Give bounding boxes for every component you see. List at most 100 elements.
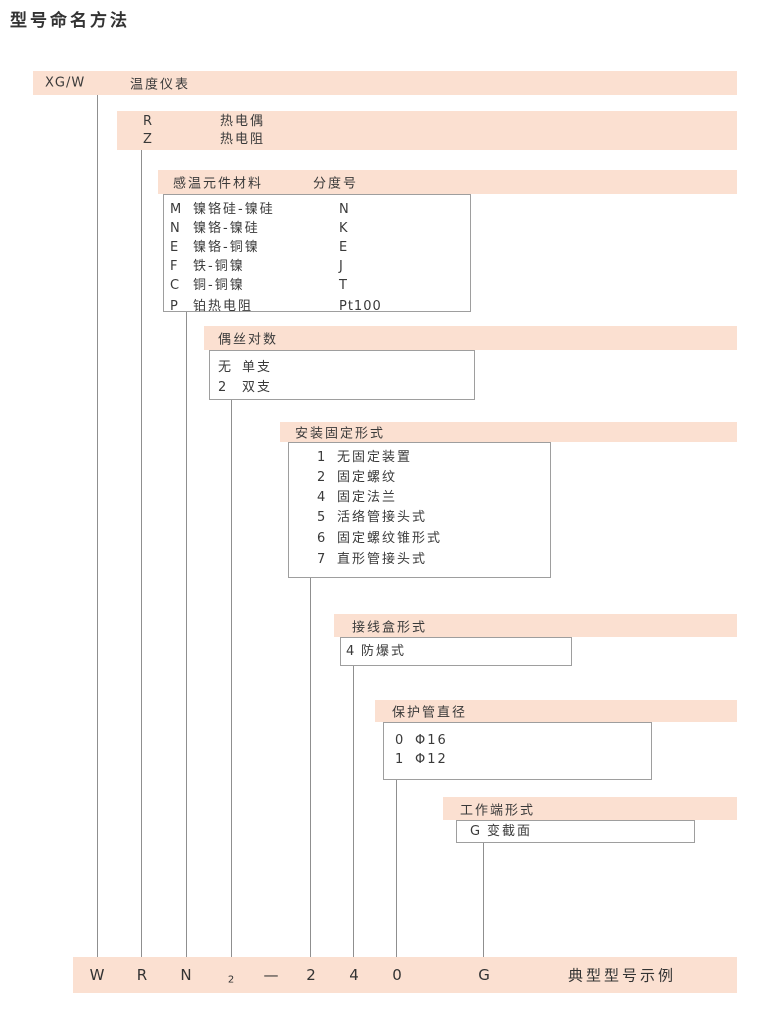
working-end-list: G 变截面 <box>456 820 695 843</box>
material-row: C 铜-铜镍 T <box>164 276 470 296</box>
section-header-element-material: 感温元件材料 分度号 <box>158 170 737 194</box>
section-title: 偶丝对数 <box>218 332 279 348</box>
row-label: 铂热电阻 <box>193 299 254 314</box>
material-row: F 铁-铜镍 J <box>164 257 470 276</box>
example-caption: 典型型号示例 <box>568 966 677 985</box>
row-key: P <box>170 299 179 314</box>
type-row-thermocouple: R 热电偶 <box>117 113 737 131</box>
row-key: 1 <box>317 450 327 465</box>
row-key: 2 <box>218 380 228 395</box>
row-grade: K <box>339 221 349 236</box>
row-key: 1 <box>395 752 405 767</box>
example-subscript-char: 2 <box>227 974 235 986</box>
connector-line-wire-pairs <box>231 400 232 957</box>
type-row-rtd: Z 热电阻 <box>117 131 737 149</box>
row-label: 固定螺纹锥形式 <box>337 531 443 546</box>
type-label: 热电偶 <box>220 114 266 129</box>
list-row: 无 单支 <box>210 358 474 378</box>
wire-pairs-list: 无 单支 2 双支 <box>209 350 475 400</box>
row-grade: N <box>339 202 350 217</box>
connector-line-type <box>141 150 142 957</box>
mounting-list: 1 无固定装置 2 固定螺纹 4 固定法兰 5 活络管接头式 6 固定螺纹锥形式… <box>288 442 551 578</box>
row-grade: J <box>339 259 344 274</box>
material-row: P 铂热电阻 Pt100 <box>164 296 470 317</box>
row-label: 直形管接头式 <box>337 552 428 567</box>
connector-line-junction-box <box>353 666 354 957</box>
root-bar: XG/W 温度仪表 <box>33 71 737 95</box>
row-key: F <box>170 259 179 274</box>
row-key: 4 <box>346 644 356 659</box>
example-dash: — <box>263 966 279 984</box>
material-row: E 镍铬-铜镍 E <box>164 238 470 257</box>
page-title: 型号命名方法 <box>10 11 130 31</box>
section-header-mounting: 安装固定形式 <box>280 422 737 442</box>
list-row: 1 Φ12 <box>384 750 651 769</box>
list-row: 4 固定法兰 <box>289 488 550 508</box>
row-key: G <box>470 824 482 839</box>
example-char-0: 0 <box>392 966 402 984</box>
row-label: 双支 <box>242 380 273 395</box>
example-char-g: G <box>478 966 490 984</box>
row-label: 镍铬硅-镍硅 <box>193 202 275 217</box>
row-key: 4 <box>317 490 327 505</box>
section-title: 保护管直径 <box>392 705 468 721</box>
type-key: Z <box>143 132 153 147</box>
row-key: 7 <box>317 552 327 567</box>
row-key: 0 <box>395 733 405 748</box>
material-row: M 镍铬硅-镍硅 N <box>164 200 470 219</box>
row-key: N <box>170 221 181 236</box>
section-title: 安装固定形式 <box>295 426 386 442</box>
root-label: 温度仪表 <box>130 77 191 93</box>
root-code: XG/W <box>45 75 86 91</box>
section-header-junction-box: 接线盒形式 <box>334 614 737 637</box>
row-label: 镍铬-铜镍 <box>193 240 260 255</box>
connector-line-root <box>97 95 98 957</box>
row-label: 防爆式 <box>361 644 407 659</box>
row-grade: Pt100 <box>339 299 382 314</box>
list-row: 2 双支 <box>210 378 474 398</box>
row-grade: T <box>339 278 348 293</box>
element-material-list: M 镍铬硅-镍硅 N N 镍铬-镍硅 K E 镍铬-铜镍 E F 铁-铜镍 J … <box>163 194 471 314</box>
material-row: N 镍铬-镍硅 K <box>164 219 470 238</box>
row-key: C <box>170 278 181 293</box>
section-title: 感温元件材料 <box>173 176 264 192</box>
row-label: 无固定装置 <box>337 450 413 465</box>
section-header-tube-diameter: 保护管直径 <box>375 700 737 722</box>
tube-diameter-list: 0 Φ16 1 Φ12 <box>383 722 652 780</box>
list-row: 7 直形管接头式 <box>289 549 550 571</box>
example-char-2: 2 <box>306 966 316 984</box>
list-row: 0 Φ16 <box>384 731 651 750</box>
row-label: 固定螺纹 <box>337 470 398 485</box>
example-char-4: 4 <box>349 966 359 984</box>
section-header-wire-pairs: 偶丝对数 <box>204 326 737 350</box>
type-label: 热电阻 <box>220 132 266 147</box>
junction-box-list: 4 防爆式 <box>340 637 572 666</box>
list-row: 5 活络管接头式 <box>289 508 550 528</box>
graduation-col-title: 分度号 <box>313 176 359 192</box>
list-row: 6 固定螺纹锥形式 <box>289 528 550 549</box>
connector-line-material <box>186 312 187 957</box>
row-label: 单支 <box>242 360 273 375</box>
example-model-bar: W R N 2 — 2 4 0 G 典型型号示例 <box>73 957 737 993</box>
type-key: R <box>143 114 154 129</box>
row-key: 无 <box>218 360 233 375</box>
list-row: 2 固定螺纹 <box>289 468 550 488</box>
row-label: 铁-铜镍 <box>193 259 245 274</box>
list-row: 1 无固定装置 <box>289 448 550 468</box>
row-label: 变截面 <box>487 824 533 839</box>
row-key: 2 <box>317 470 327 485</box>
row-label: 铜-铜镍 <box>193 278 245 293</box>
row-key: 6 <box>317 531 327 546</box>
connector-line-mounting <box>310 578 311 957</box>
section-title: 工作端形式 <box>460 803 536 818</box>
list-row: 4 防爆式 <box>341 638 571 665</box>
row-key: M <box>170 202 183 217</box>
row-label: 固定法兰 <box>337 490 398 505</box>
list-row: G 变截面 <box>457 821 694 842</box>
row-label: 活络管接头式 <box>337 510 428 525</box>
example-char-r: R <box>136 966 148 984</box>
section-header-working-end: 工作端形式 <box>443 797 737 820</box>
connector-line-tube-diameter <box>396 780 397 957</box>
connector-line-working-end <box>483 843 484 957</box>
